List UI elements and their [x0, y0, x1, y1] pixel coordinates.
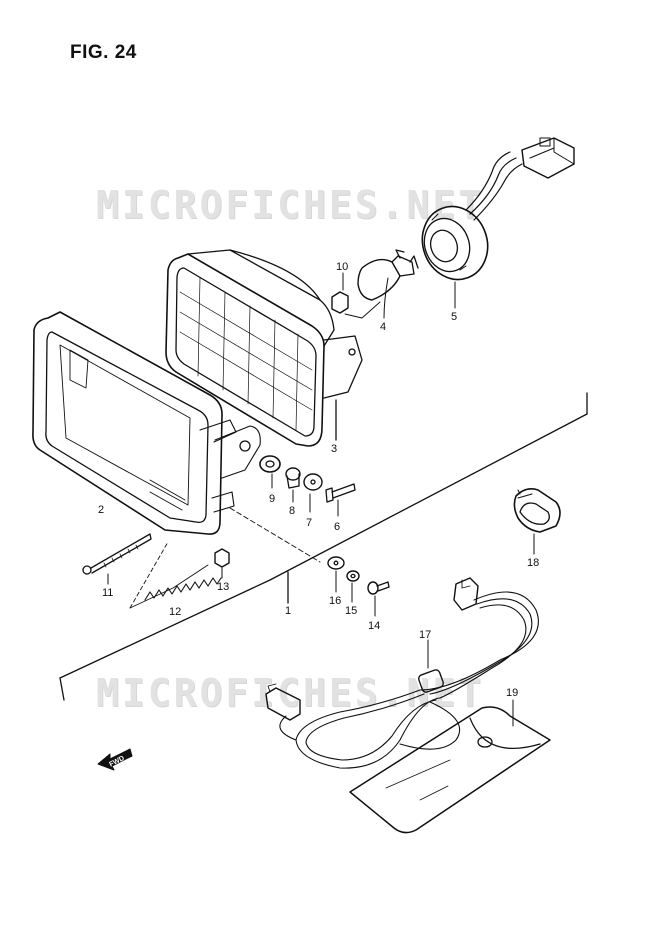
- bolt-6[interactable]: [325, 483, 356, 517]
- part-number-15: 15: [345, 605, 357, 617]
- part-number-13: 13: [217, 581, 229, 593]
- headlight-housing[interactable]: [32, 311, 321, 563]
- part-number-17: 17: [419, 629, 431, 641]
- nut-10[interactable]: [331, 272, 381, 319]
- part-number-12: 12: [169, 606, 181, 618]
- fwd-label: FWD: [108, 755, 125, 768]
- fwd-arrow-icon: [97, 748, 133, 771]
- part-number-5: 5: [451, 311, 457, 323]
- part-number-8: 8: [289, 505, 295, 517]
- tool-pouch[interactable]: [349, 699, 551, 834]
- grommet-18[interactable]: [513, 488, 561, 555]
- part-number-4: 4: [380, 321, 386, 333]
- part-number-9: 9: [269, 493, 275, 505]
- bulb-socket[interactable]: [412, 137, 575, 309]
- part-number-18: 18: [527, 557, 539, 569]
- wiring-harness[interactable]: [265, 577, 539, 769]
- part-number-11: 11: [102, 587, 113, 599]
- grommet-9[interactable]: [259, 455, 281, 489]
- washer-16[interactable]: [327, 556, 345, 593]
- part-number-3: 3: [331, 443, 337, 455]
- bulb[interactable]: [357, 249, 419, 319]
- spring-12[interactable]: [129, 541, 222, 609]
- part-number-labels: 1 2 3 4 5 6 7 8 9 10 11 12 13 14 15 16 1…: [98, 261, 539, 769]
- part-number-10: 10: [336, 261, 348, 273]
- washer-7[interactable]: [303, 473, 323, 513]
- part-number-19: 19: [506, 687, 518, 699]
- part-number-16: 16: [329, 595, 341, 607]
- headlight-unit[interactable]: [165, 249, 363, 447]
- collar-8[interactable]: [285, 467, 301, 503]
- part-number-14: 14: [368, 620, 380, 632]
- figure-title: FIG. 24: [70, 42, 137, 63]
- part-number-7: 7: [306, 517, 312, 529]
- lock-washer-15[interactable]: [346, 570, 360, 603]
- screw-11[interactable]: [82, 533, 152, 585]
- assembly-bracket: [59, 392, 588, 701]
- part-number-1: 1: [285, 605, 291, 617]
- watermark-top: MICROFICHES.NET: [96, 183, 485, 227]
- nut-13[interactable]: [214, 548, 230, 579]
- screw-14[interactable]: [367, 581, 390, 617]
- part-number-6: 6: [334, 521, 340, 533]
- part-number-2: 2: [98, 504, 104, 516]
